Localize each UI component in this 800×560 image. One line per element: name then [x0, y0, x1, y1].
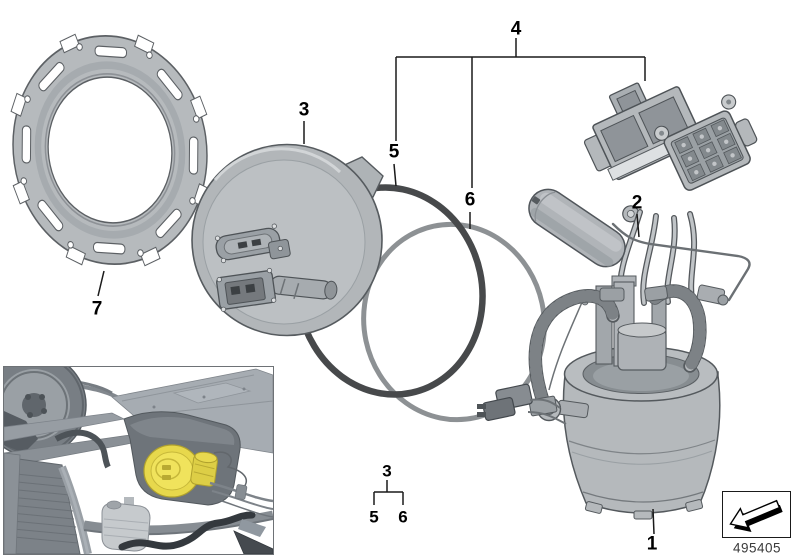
- reference-box: [722, 491, 791, 538]
- callout-4[interactable]: 4: [510, 18, 522, 40]
- location-thumbnail: [3, 366, 274, 555]
- location-photo: [4, 367, 273, 554]
- flange-connector-upper: [214, 223, 291, 264]
- inset-radiator: [4, 452, 81, 554]
- inset-expansion-tank: [101, 497, 151, 552]
- callout-lines: [97, 38, 655, 535]
- flange-part-3: [191, 143, 384, 337]
- inset-highlighted-flange: [143, 444, 248, 498]
- callout-5[interactable]: 5: [388, 141, 400, 163]
- callout-sub-6[interactable]: 6: [398, 507, 408, 527]
- callout-2[interactable]: 2: [631, 192, 643, 214]
- callout-sub-5[interactable]: 5: [369, 507, 379, 527]
- callout-1[interactable]: 1: [646, 533, 658, 555]
- callout-3[interactable]: 3: [298, 99, 310, 121]
- pump-hose-right: [648, 284, 707, 373]
- level-sensor-part-2: [528, 188, 751, 302]
- pump-left-connector: [477, 383, 589, 425]
- callout-sub-3[interactable]: 3: [382, 461, 392, 481]
- o-ring-part-6: [361, 221, 547, 423]
- fuel-pump-part-1: [477, 275, 729, 520]
- callout-6[interactable]: 6: [464, 189, 476, 211]
- diagram-number: 495405: [732, 540, 782, 556]
- flange-connector-lower: [216, 267, 338, 312]
- locking-ring-part-7: [10, 33, 210, 267]
- direction-arrow-icon: [729, 499, 783, 532]
- callout-7[interactable]: 7: [91, 298, 103, 320]
- control-module-part-4: [583, 82, 758, 306]
